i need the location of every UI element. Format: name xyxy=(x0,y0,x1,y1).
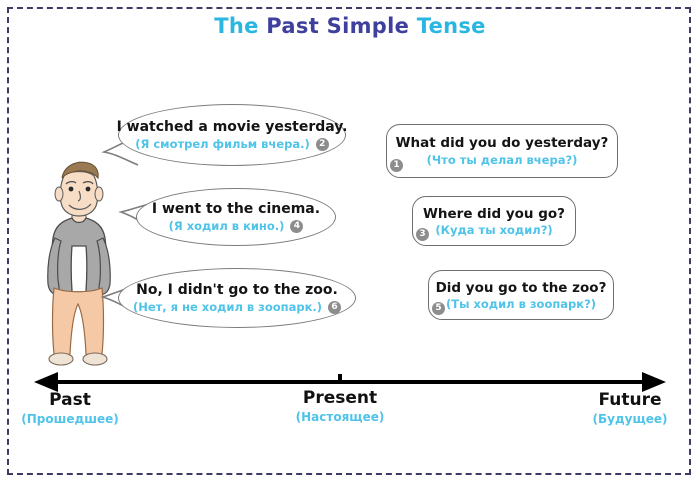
answer-bubble-3-english: No, I didn't go to the zoo. xyxy=(136,282,338,298)
question-box-1-english: What did you do yesterday? xyxy=(395,135,609,151)
title-past-simple: Past Simple xyxy=(266,14,417,38)
answer-bubble-3-russian: (Нет, я не ходил в зоопарк.) xyxy=(132,300,323,314)
answer-bubble-2-badge: 4 xyxy=(290,219,304,233)
timeline-axis xyxy=(34,372,666,392)
timeline-future: Future (Будущее) xyxy=(570,390,690,426)
question-box-2-badge: 3 xyxy=(416,228,429,241)
title-the: The xyxy=(214,14,267,38)
title-tense: Tense xyxy=(416,14,486,38)
answer-bubble-3-badge: 6 xyxy=(328,300,342,314)
question-box-1[interactable]: What did you do yesterday? (Что ты делал… xyxy=(386,124,618,178)
question-box-2-russian: (Куда ты ходил?) xyxy=(435,222,553,237)
question-box-3-english: Did you go to the zoo? xyxy=(435,279,607,296)
cartoon-man-svg xyxy=(47,161,111,366)
question-box-3-badge: 5 xyxy=(432,302,445,315)
answer-bubble-2[interactable]: I went to the cinema. (Я ходил в кино.) … xyxy=(136,188,336,246)
timeline-past-russian: (Прошедшее) xyxy=(21,412,119,426)
answer-bubble-1-badge: 2 xyxy=(315,137,329,151)
question-box-1-russian: (Что ты делал вчера?) xyxy=(426,153,578,167)
answer-bubble-2-english: I went to the cinema. xyxy=(151,201,321,217)
cartoon-man-illustration xyxy=(28,158,128,377)
question-box-3[interactable]: Did you go to the zoo? (Ты ходил в зоопа… xyxy=(428,270,614,320)
page-title: The Past Simple Tense xyxy=(0,14,700,38)
answer-bubble-3[interactable]: No, I didn't go to the zoo. (Нет, я не х… xyxy=(118,268,356,328)
timeline-present-english: Present xyxy=(302,388,378,408)
timeline-future-english: Future xyxy=(598,390,662,410)
timeline-past-english: Past xyxy=(49,390,91,410)
timeline-past: Past (Прошедшее) xyxy=(10,390,130,426)
answer-bubble-1-russian: (Я смотрел фильм вчера.) xyxy=(135,137,310,151)
question-box-2[interactable]: Where did you go? (Куда ты ходил?) 3 xyxy=(412,196,576,246)
timeline-present: Present (Настоящее) xyxy=(280,388,400,424)
timeline-future-russian: (Будущее) xyxy=(592,412,668,426)
answer-bubble-2-russian: (Я ходил в кино.) xyxy=(168,219,285,233)
question-box-1-badge: 1 xyxy=(390,159,403,172)
answer-bubble-1-english: I watched a movie yesterday. xyxy=(116,119,348,135)
question-box-2-english: Where did you go? xyxy=(423,205,565,222)
question-box-3-russian: (Ты ходил в зоопарк?) xyxy=(445,296,597,311)
answer-bubble-1[interactable]: I watched a movie yesterday. (Я смотрел … xyxy=(116,104,348,166)
timeline-present-russian: (Настоящее) xyxy=(295,410,385,424)
